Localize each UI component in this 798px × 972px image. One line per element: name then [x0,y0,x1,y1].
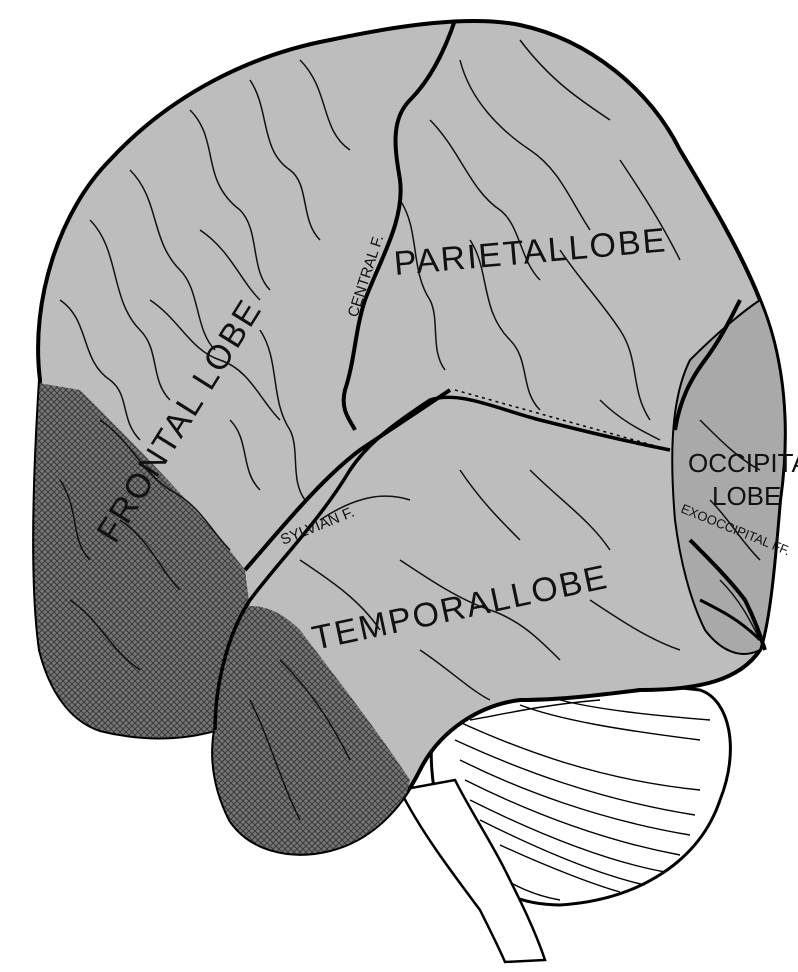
occipital-lobe-label-line2: LOBE [712,481,781,511]
occipital-lobe-label-line1: OCCIPITAL [688,448,798,478]
